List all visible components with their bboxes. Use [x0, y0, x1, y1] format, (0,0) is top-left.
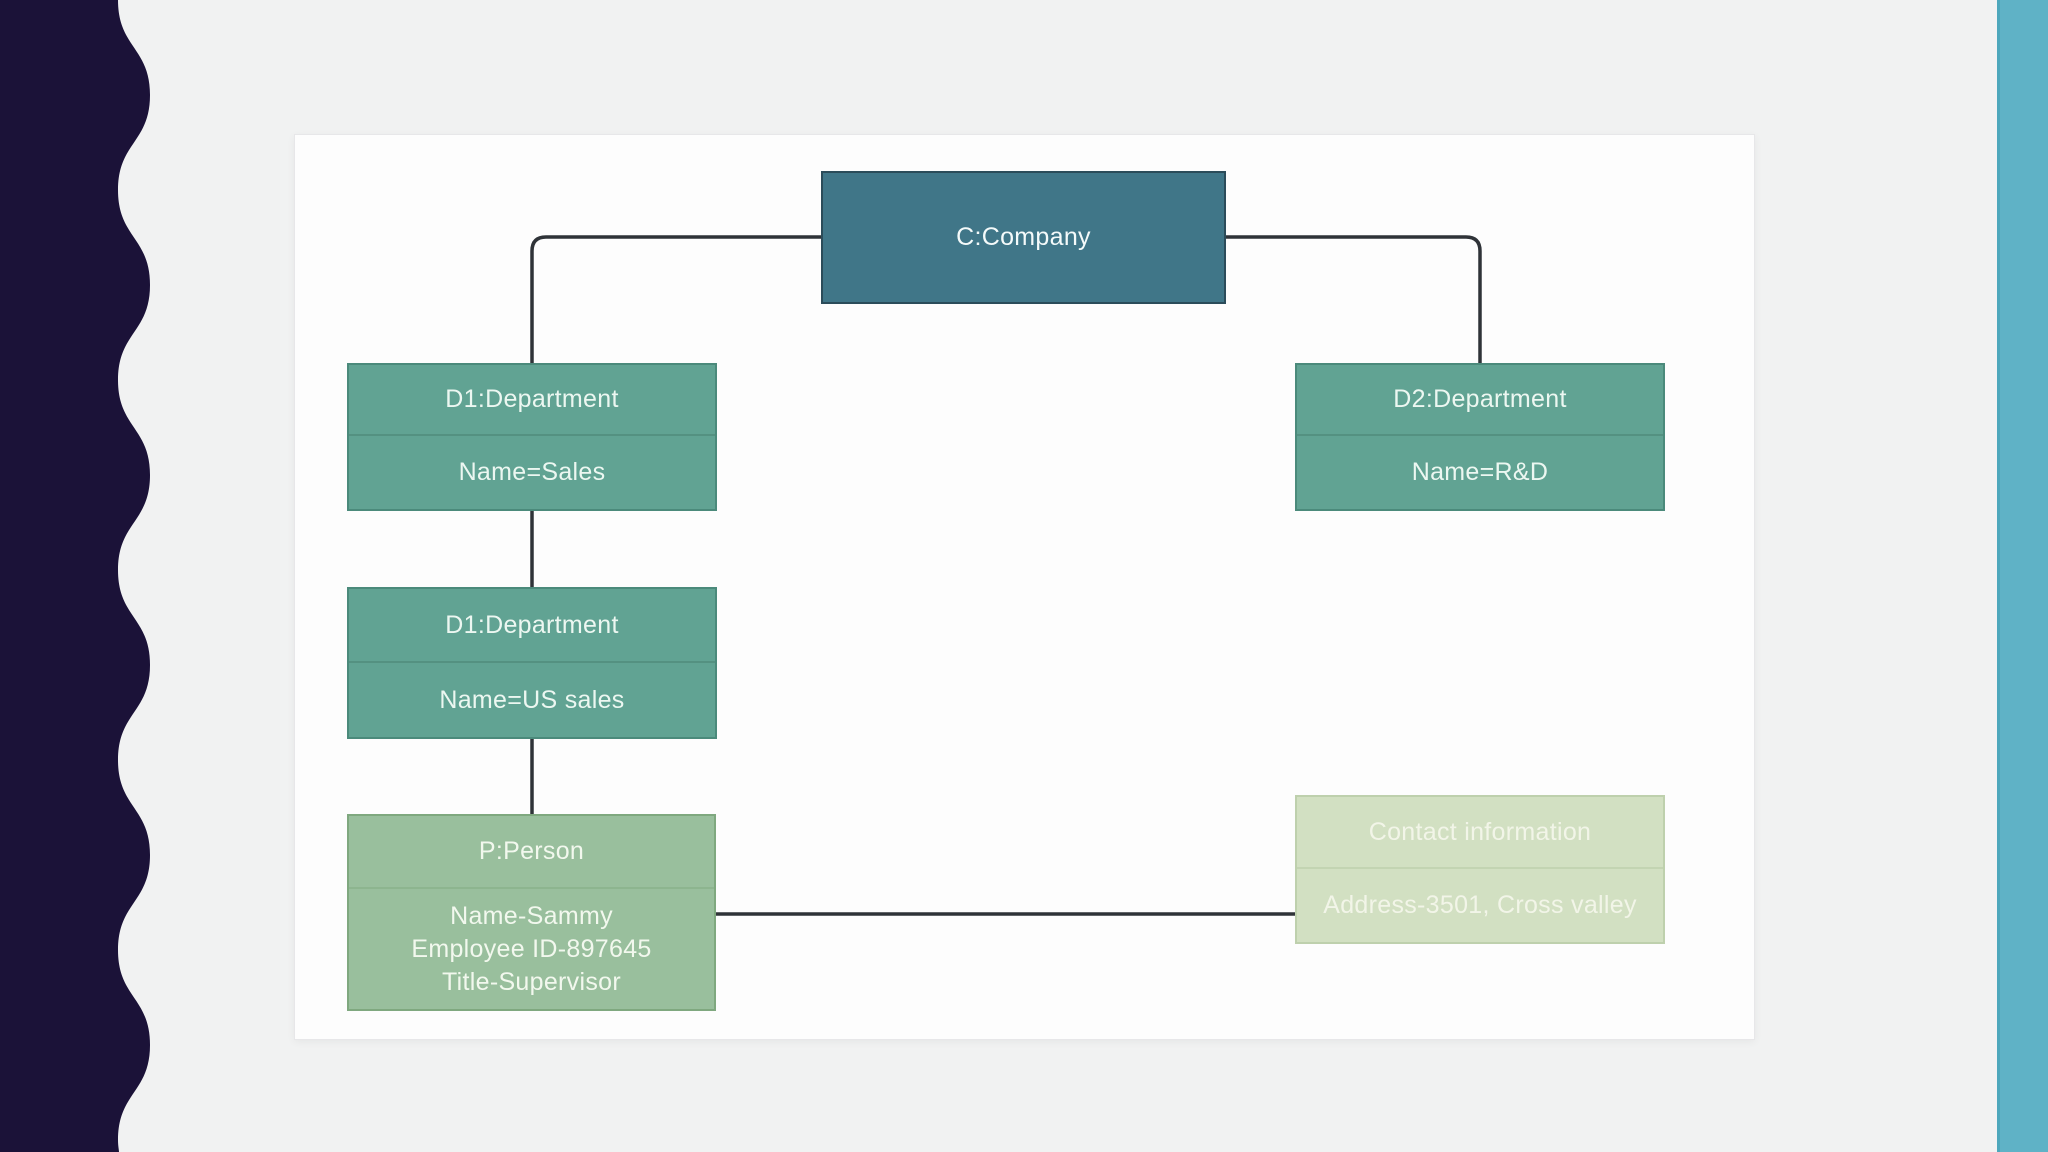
node-person-attributes: Name-Sammy Employee ID-897645 Title-Supe… — [349, 889, 714, 1009]
connector-company-to-d1 — [530, 235, 821, 363]
node-company-title: C:Company — [956, 223, 1091, 251]
node-d1-department[interactable]: D1:Department Name=Sales — [347, 363, 717, 511]
person-attribute-title: Title-Supervisor — [442, 967, 621, 996]
node-contact-title: Contact information — [1297, 797, 1663, 869]
node-contact-information[interactable]: Contact information Address-3501, Cross … — [1295, 795, 1665, 944]
diagram-canvas: C:Company D1:Department Name=Sales D2:De… — [294, 134, 1755, 1040]
right-strip-decoration — [1997, 0, 2048, 1152]
node-d2-attribute: Name=R&D — [1411, 458, 1549, 486]
node-d2-department[interactable]: D2:Department Name=R&D — [1295, 363, 1665, 511]
node-person[interactable]: P:Person Name-Sammy Employee ID-897645 T… — [347, 814, 716, 1011]
node-d1-title: D1:Department — [349, 365, 715, 436]
node-d1-attribute: Name=Sales — [458, 458, 606, 486]
person-attribute-employee-id: Employee ID-897645 — [411, 934, 652, 963]
left-wave-decoration — [0, 0, 150, 1152]
person-attribute-name: Name-Sammy — [450, 901, 613, 930]
node-d2-title: D2:Department — [1297, 365, 1663, 436]
node-company[interactable]: C:Company — [821, 171, 1226, 304]
node-person-title: P:Person — [349, 816, 714, 889]
node-d1-subdepartment[interactable]: D1:Department Name=US sales — [347, 587, 717, 739]
node-d1us-title: D1:Department — [349, 589, 715, 663]
connector-layer — [530, 235, 1482, 916]
node-contact-attribute: Address-3501, Cross valley — [1323, 891, 1637, 919]
connector-company-to-d2 — [1226, 235, 1482, 363]
node-d1us-attribute: Name=US sales — [439, 685, 625, 714]
